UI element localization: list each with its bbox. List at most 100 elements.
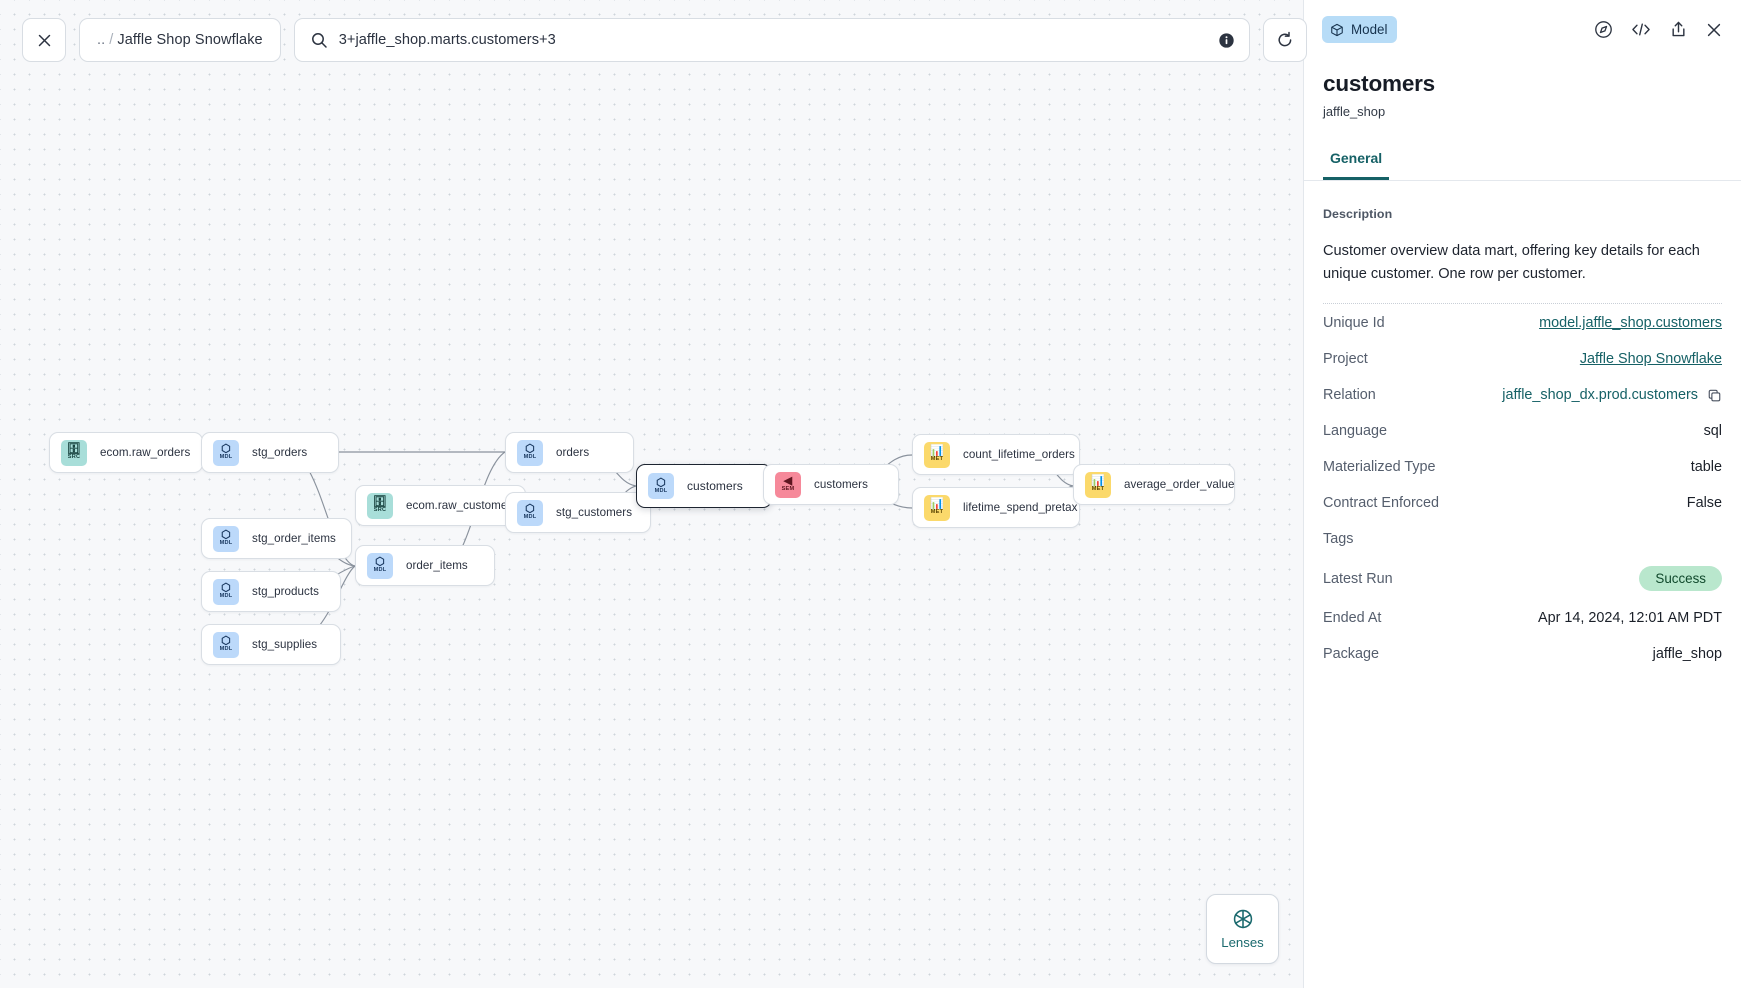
breadcrumb[interactable]: .. / Jaffle Shop Snowflake [79,18,281,62]
panel-tabs: General [1304,150,1741,181]
copy-icon[interactable] [1707,388,1722,403]
page-title: customers [1323,71,1435,96]
mdl-badge-icon: ⬡MDL [213,631,239,658]
panel-title-block: customers jaffle_shop [1304,59,1741,119]
graph-node-label: stg_supplies [252,638,318,651]
close-panel-icon[interactable] [1705,21,1723,39]
src-badge-icon: 🗄SRC [61,439,87,466]
property-value[interactable]: Jaffle Shop Snowflake [1579,351,1722,368]
graph-node-label: orders [556,446,590,459]
mdl-badge-icon: ⬡MDL [517,499,543,526]
graph-node-ecom_raw_orders[interactable]: 🗄SRC ecom.raw_orders [49,432,203,473]
property-row: Unique Id model.jaffle_shop.customers [1323,304,1722,340]
met-badge-icon: 📊MET [924,494,950,521]
info-icon[interactable] [1218,32,1235,49]
tab-general[interactable]: General [1323,150,1390,180]
property-value-text: jaffle_shop_dx.prod.customers [1502,387,1698,404]
refresh-button[interactable] [1262,18,1307,62]
met-badge-icon: 📊MET [924,441,950,468]
graph-node-stg_orders[interactable]: ⬡MDL stg_orders [201,432,339,473]
graph-node-ecom_raw_customers[interactable]: 🗄SRC ecom.raw_customers [355,485,526,526]
graph-node-label: ecom.raw_orders [100,446,191,459]
property-key: Materialized Type [1323,459,1436,476]
mdl-badge-icon: ⬡MDL [517,439,543,466]
property-key: Language [1323,423,1388,440]
sem-badge-icon: ◀SEM [775,471,801,498]
explore-icon[interactable] [1594,20,1613,39]
property-row: Relation jaffle_shop_dx.prod.customers [1323,376,1722,412]
graph-node-count_lifetime_orders[interactable]: 📊MET count_lifetime_orders [912,434,1080,475]
lenses-label: Lenses [1221,935,1264,950]
property-key: Project [1323,351,1368,368]
property-key: Relation [1323,387,1376,404]
breadcrumb-project: Jaffle Shop Snowflake [117,32,263,48]
search-bar[interactable] [293,18,1250,62]
lineage-canvas[interactable]: .. / Jaffle Shop Snowflake [0,0,1307,988]
property-row: Project Jaffle Shop Snowflake [1323,340,1722,376]
met-badge-icon: 📊MET [1085,471,1111,498]
resource-type-label: Model [1351,22,1388,37]
breadcrumb-separator: / [109,32,114,48]
graph-node-label: stg_products [252,585,319,598]
property-value: jaffle_shop [1652,646,1722,663]
divider [1323,303,1722,305]
share-icon[interactable] [1669,20,1688,39]
property-row: Materialized Type table [1323,448,1722,484]
panel-header: Model [1304,0,1741,59]
graph-node-stg_supplies[interactable]: ⬡MDL stg_supplies [201,624,341,665]
graph-node-label: lifetime_spend_pretax [963,501,1078,514]
aperture-icon [1232,908,1254,930]
src-badge-icon: 🗄SRC [367,492,393,519]
code-icon[interactable] [1630,20,1652,39]
property-key: Package [1323,646,1380,663]
search-input[interactable] [338,32,1207,48]
property-row: Package jaffle_shop [1323,635,1722,671]
graph-node-label: average_order_value [1124,478,1235,491]
mdl-badge-icon: ⬡MDL [213,439,239,466]
graph-node-label: customers [687,479,743,493]
resource-type-chip[interactable]: Model [1322,16,1398,43]
property-row: Tags [1323,520,1722,556]
graph-node-average_order_value[interactable]: 📊MET average_order_value [1073,464,1235,505]
canvas-toolbar: .. / Jaffle Shop Snowflake [22,18,1307,62]
property-value: sql [1703,423,1722,440]
property-value: Apr 14, 2024, 12:01 AM PDT [1538,610,1722,627]
property-value: jaffle_shop_dx.prod.customers [1502,387,1722,403]
graph-node-lifetime_spend_pretax[interactable]: 📊MET lifetime_spend_pretax [912,487,1080,528]
graph-node-label: stg_order_items [252,532,336,545]
panel-subtitle: jaffle_shop [1323,104,1386,119]
property-key: Contract Enforced [1323,495,1439,512]
graph-node-label: count_lifetime_orders [963,448,1075,461]
graph-node-label: stg_orders [252,446,308,459]
property-row: Contract Enforced False [1323,484,1722,520]
lenses-button[interactable]: Lenses [1206,894,1279,964]
graph-node-customers_sem[interactable]: ◀SEM customers [763,464,899,505]
search-icon [311,32,328,49]
property-key: Tags [1323,531,1354,548]
graph-node-label: ecom.raw_customers [406,499,518,512]
property-value[interactable]: model.jaffle_shop.customers [1539,315,1722,332]
mdl-badge-icon: ⬡MDL [213,525,239,552]
details-panel: Model customers jaffle_shop [1303,0,1741,988]
property-row: Language sql [1323,412,1722,448]
close-lineage-button[interactable] [22,18,66,62]
property-key: Unique Id [1323,315,1385,332]
graph-node-label: customers [814,478,868,491]
refresh-icon [1276,31,1294,49]
property-key: Latest Run [1323,570,1393,587]
panel-body: Description Customer overview data mart,… [1304,181,1741,671]
breadcrumb-dots: .. [97,32,106,48]
property-value: False [1686,495,1722,512]
graph-node-stg_order_items[interactable]: ⬡MDL stg_order_items [201,518,352,559]
graph-node-label: order_items [406,559,468,572]
property-value: table [1690,459,1722,476]
graph-node-orders[interactable]: ⬡MDL orders [505,432,634,473]
cube-icon [1330,23,1344,37]
